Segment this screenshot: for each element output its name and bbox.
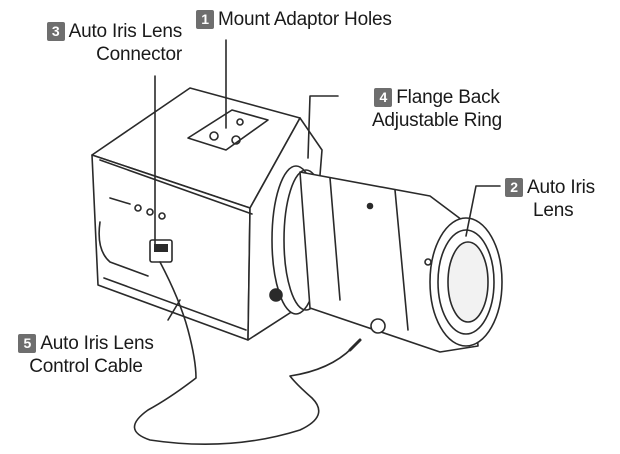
callout-badge: 4 <box>374 88 393 107</box>
leader-line-5 <box>167 299 181 321</box>
callout-label: Flange Back <box>396 87 500 108</box>
callout-badge: 2 <box>505 178 523 197</box>
callout-label-line2: Adjustable Ring <box>371 110 503 131</box>
callout-label-line2: Lens <box>533 200 574 221</box>
control-cable <box>133 261 353 446</box>
callout-badge: 3 <box>46 22 65 41</box>
lens-glass <box>447 241 489 323</box>
leader-line-2 <box>465 185 501 237</box>
mount-hole-1 <box>209 131 219 141</box>
callout-label-line2: Control Cable <box>29 356 143 377</box>
callout-label: Auto Iris Lens <box>40 333 154 354</box>
lens-screw <box>370 318 386 334</box>
callout-label: Auto Iris Lens <box>68 21 183 42</box>
leader-line-4 <box>307 95 339 159</box>
callout-label-line2: Connector <box>96 44 182 65</box>
mount-adaptor-plate <box>187 109 269 151</box>
callout-badge: 5 <box>18 334 37 353</box>
callout-label: Auto Iris <box>527 177 595 198</box>
mount-hole-2 <box>231 135 241 145</box>
callout-badge: 1 <box>196 10 214 29</box>
mount-hole-3 <box>236 118 244 126</box>
callout-label: Mount Adaptor Holes <box>218 9 392 30</box>
